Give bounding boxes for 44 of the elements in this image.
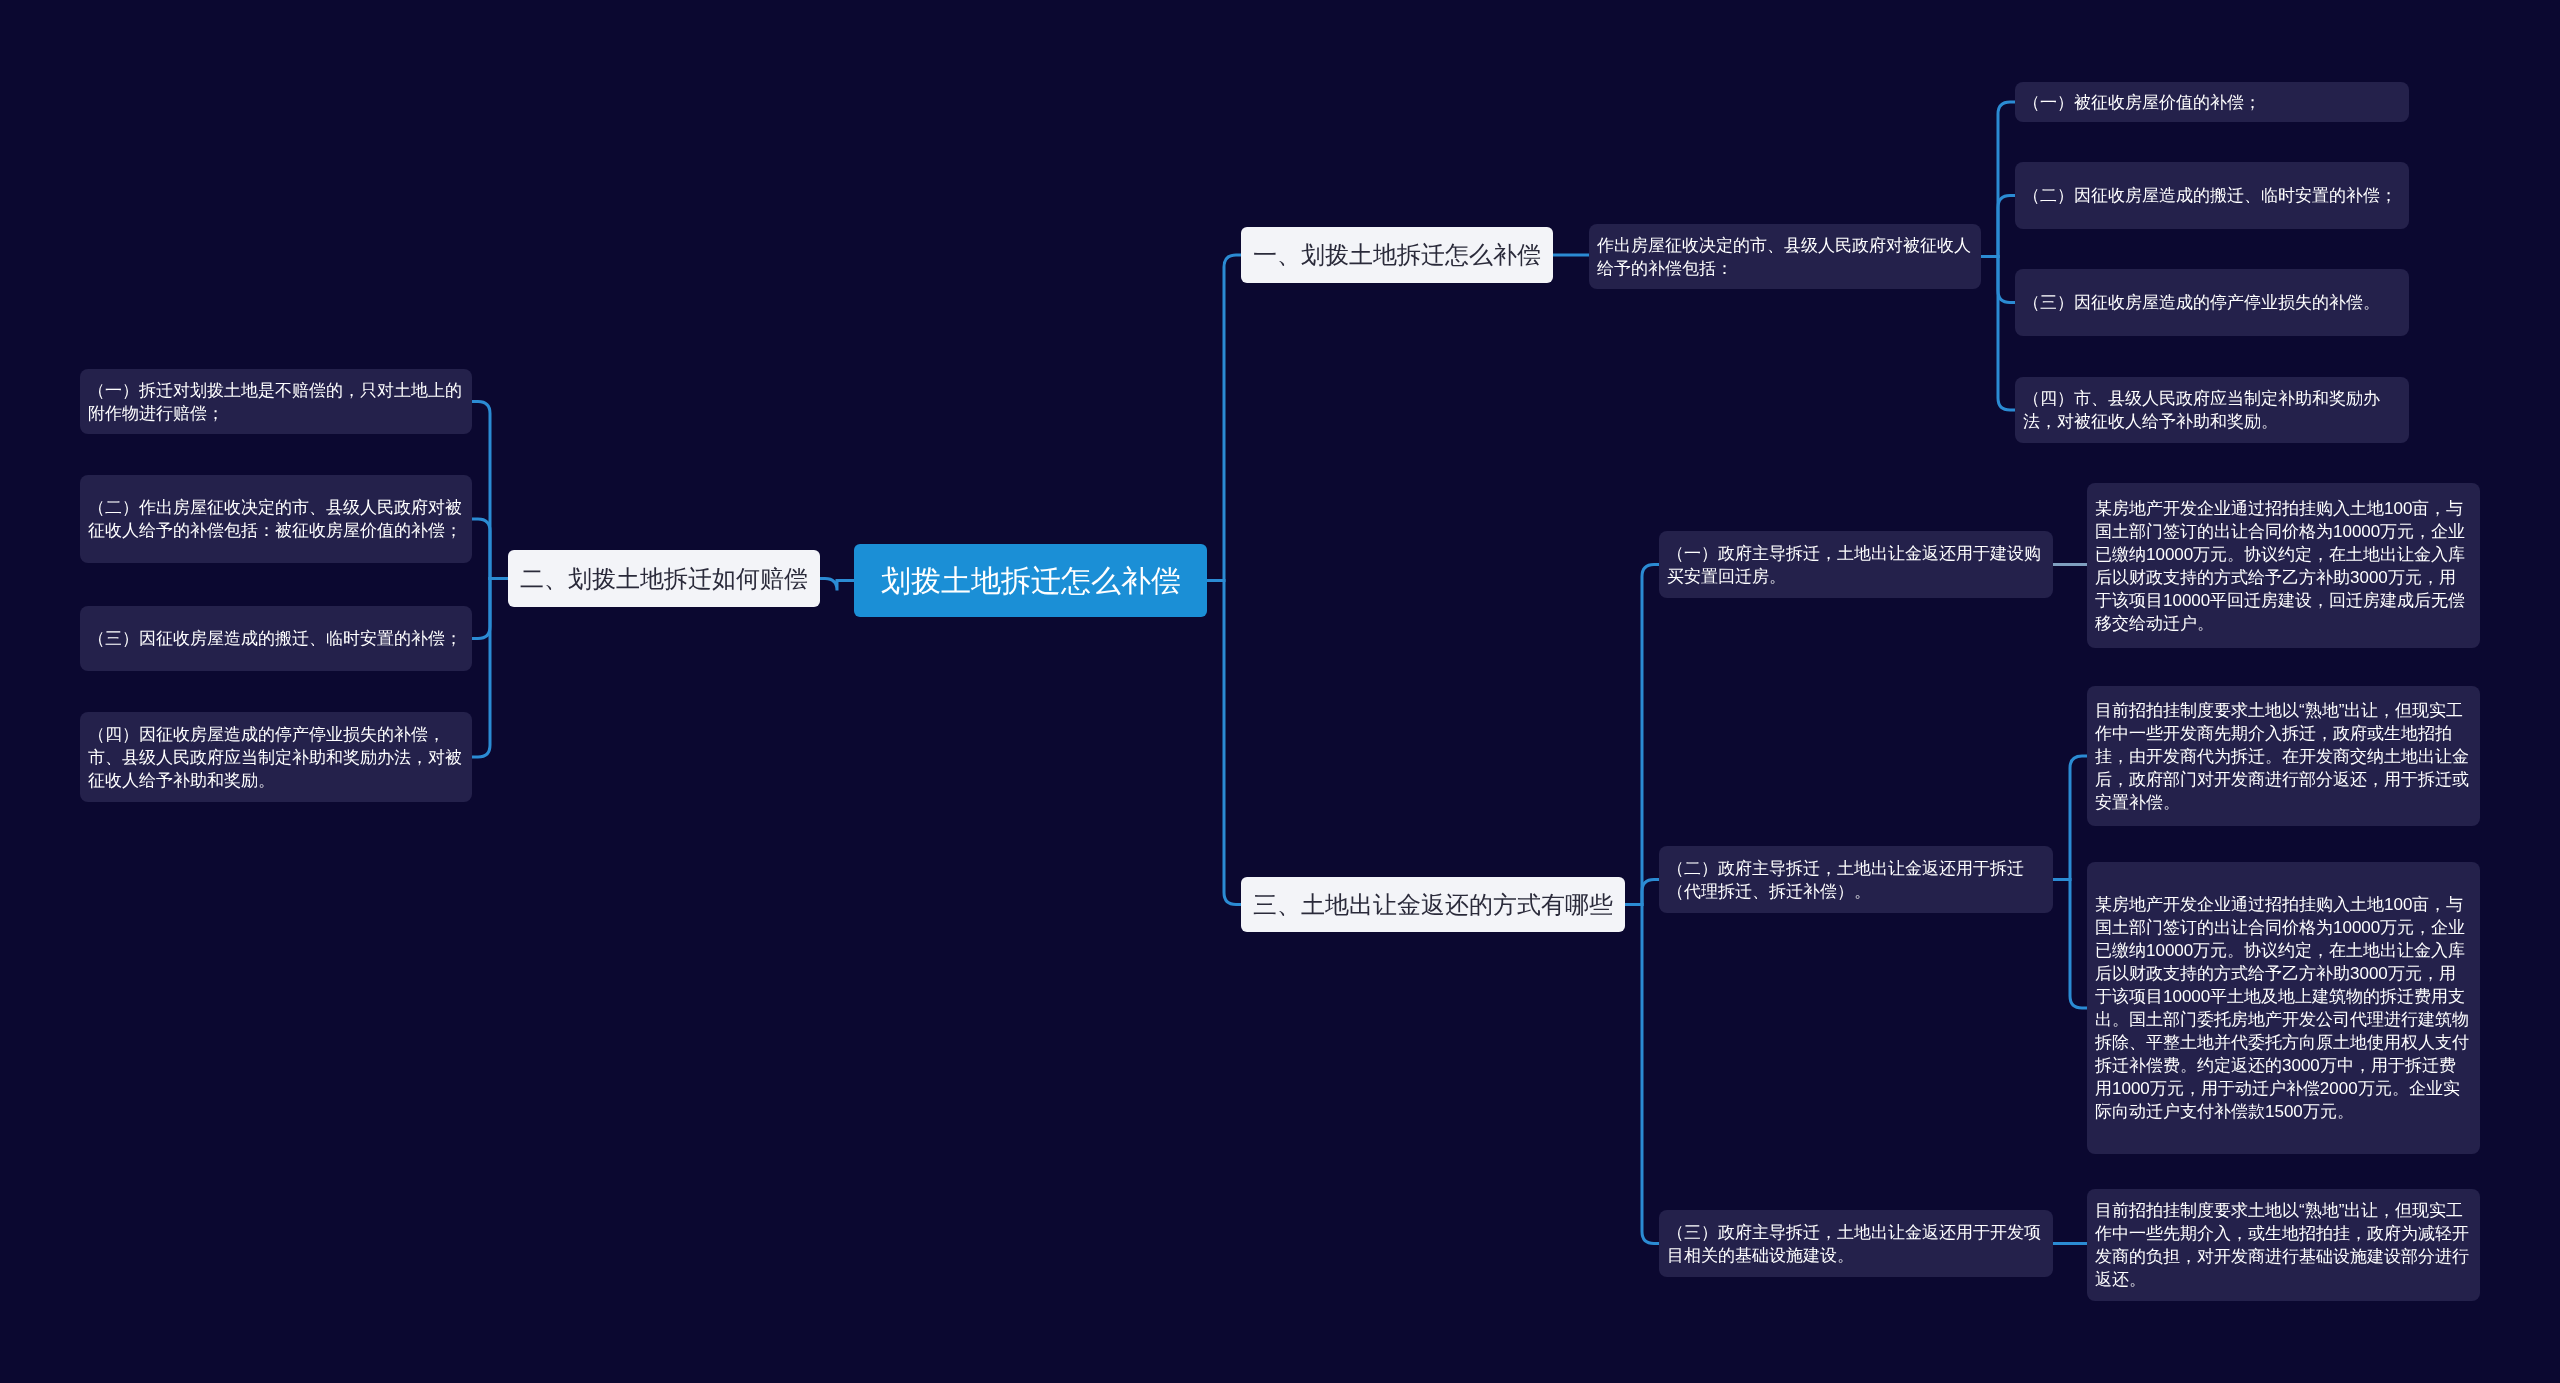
subtopic-box <box>1589 224 1981 289</box>
topic-text: （一）被征收房屋价值的补偿； <box>2023 91 2261 114</box>
root-topic-box <box>854 544 1207 617</box>
topic-text: 目前招拍挂制度要求土地以“熟地”出让，但现实工作中一些开发商先期介入拆迁，政府或生地招拍挂，由开发商代为拆迁。在开发商交纳土地出让金后，政府部门对开发商进行部分返还，用于拆迁或安置补偿。 <box>2095 699 2470 814</box>
topic-text: （二）政府主导拆迁，土地出让金返还用于拆迁（代理拆迁、拆迁补偿）。 <box>1667 857 2025 903</box>
subtopic-box <box>2087 686 2480 826</box>
connector-line <box>820 577 854 592</box>
topic-text: （三）因征收房屋造成的搬迁、临时安置的补偿； <box>88 628 462 650</box>
topic-text: （二）因征收房屋造成的搬迁、临时安置的补偿； <box>2023 185 2397 207</box>
topic-text: 某房地产开发企业通过招拍挂购入土地100亩，与国土部门签订的出让合同价格为10000万元，企业已缴纳10000万元。协议约定，在土地出让金入库后以财政支持的方式给予乙方补助3000万元，用于该项目10000平回迁房建设，回迁房建成后无偿移交给动迁户。 <box>2095 497 2467 635</box>
subtopic-box <box>80 606 472 671</box>
subtopic-box <box>2015 269 2409 336</box>
subtopic-box <box>80 369 472 434</box>
topic-text: （一）拆迁对划拨土地是不赔偿的，只对土地上的附作物进行赔偿； <box>88 379 463 425</box>
topic-text: （一）政府主导拆迁，土地出让金返还用于建设购买安置回迁房。 <box>1667 542 2042 588</box>
topic-text: （四）因征收房屋造成的停产停业损失的补偿，市、县级人民政府应当制定补助和奖励办法，对被征收人给予补助和奖励。 <box>88 723 463 792</box>
topic-text: （三）因征收房屋造成的停产停业损失的补偿。 <box>2023 292 2380 314</box>
topic-text: 某房地产开发企业通过招拍挂购入土地100亩，与国土部门签订的出让合同价格为10000万元，企业已缴纳10000万元。协议约定，在土地出让金入库后以财政支持的方式给予乙方补助3000万元，用于该项目10000平土地及地上建筑物的拆迁费用支出。国土部门委托房地产开发公司代理进行建筑物拆除、平整土地并代委托方向原土地使用权人支付拆迁补偿费。约定返还的3000万中，用于拆迁费用1000万元，用于动迁户补偿2000万元。企业实际向动迁户支付补偿款1500万元。 <box>2095 894 2470 1123</box>
topic-text: 三、土地出让金返还的方式有哪些 <box>1253 889 1613 920</box>
subtopic-box <box>2087 483 2480 648</box>
topic-text: （三）政府主导拆迁，土地出让金返还用于开发项目相关的基础设施建设。 <box>1667 1221 2042 1267</box>
topic-text: 目前招拍挂制度要求土地以“熟地”出让，但现实工作中一些先期介入，或生地招拍挂，政府为减轻开发商的负担，对开发商进行基础设施建设部分进行返还。 <box>2095 1200 2470 1291</box>
subtopic-box <box>1659 1210 2053 1277</box>
connector-line <box>2053 563 2087 566</box>
branch-topic-box <box>508 550 820 607</box>
subtopic-box <box>2087 862 2480 1154</box>
branch-topic-box <box>1241 227 1553 283</box>
connector-line <box>1553 253 1589 257</box>
subtopic-box <box>80 712 472 802</box>
topic-text: （二）作出房屋征收决定的市、县级人民政府对被征收人给予的补偿包括：被征收房屋价值的补偿； <box>88 497 463 542</box>
topic-text: 二、划拨土地拆迁如何赔偿 <box>520 563 808 594</box>
topic-text: 作出房屋征收决定的市、县级人民政府对被征收人给予的补偿包括： <box>1597 234 1972 280</box>
subtopic-box <box>1659 531 2053 598</box>
subtopic-box <box>2015 162 2409 229</box>
connector-line <box>2053 1242 2087 1245</box>
subtopic-box <box>80 475 472 563</box>
subtopic-box <box>1659 846 2053 913</box>
topic-text: （四）市、县级人民政府应当制定补助和奖励办法，对被征收人给予补助和奖励。 <box>2023 388 2381 433</box>
subtopic-box <box>2015 377 2409 443</box>
branch-topic-box <box>1241 877 1625 932</box>
subtopic-box <box>2087 1189 2480 1301</box>
topic-text: 划拨土地拆迁怎么补偿 <box>880 563 1181 599</box>
subtopic-box <box>2015 82 2409 122</box>
topic-text: 一、划拨土地拆迁怎么补偿 <box>1253 240 1541 271</box>
